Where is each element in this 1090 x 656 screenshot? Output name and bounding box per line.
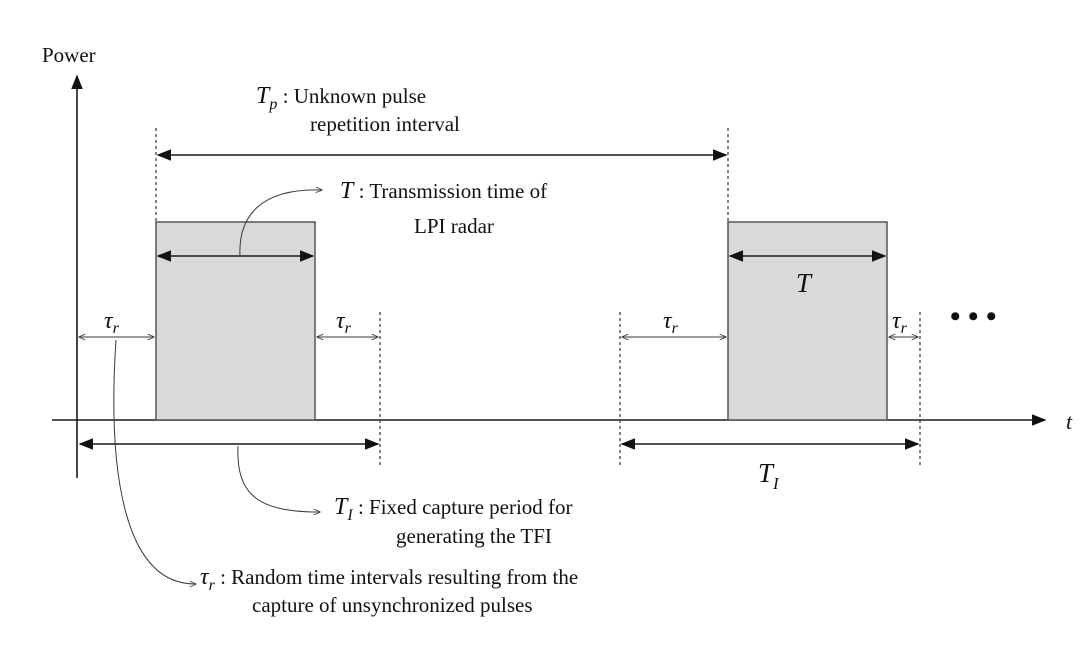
tau-label-2: τr bbox=[336, 308, 352, 337]
y-axis-label: Power bbox=[42, 43, 96, 67]
t-annotation-line1: T : Transmission time of bbox=[340, 178, 547, 204]
tau-annotation-line1: τr : Random time intervals resulting fro… bbox=[200, 564, 578, 594]
tp-annotation-line1: Tp : Unknown pulse bbox=[256, 83, 426, 113]
ti-annotation-line2: generating the TFI bbox=[396, 524, 552, 548]
ti-leader-curve bbox=[237, 445, 320, 512]
pulse-2 bbox=[727, 221, 888, 421]
t-label-pulse2: T bbox=[796, 268, 813, 298]
t-leader-curve bbox=[239, 190, 322, 257]
ti-label-capture2: TI bbox=[758, 458, 780, 493]
t-annotation-line2: LPI radar bbox=[414, 214, 494, 238]
ti-annotation-line1: TI : Fixed capture period for bbox=[334, 494, 573, 524]
tp-annotation-line2: repetition interval bbox=[310, 112, 460, 136]
x-axis-label: t bbox=[1066, 409, 1073, 434]
pulse-1 bbox=[155, 221, 316, 421]
tau-label-3: τr bbox=[663, 308, 679, 337]
continuation-ellipsis: • • • bbox=[950, 300, 997, 333]
tau-leader-curve bbox=[113, 339, 196, 584]
tau-label-4: τr bbox=[892, 308, 908, 337]
tau-annotation-line2: capture of unsynchronized pulses bbox=[252, 593, 533, 617]
tau-label-1: τr bbox=[104, 308, 120, 337]
